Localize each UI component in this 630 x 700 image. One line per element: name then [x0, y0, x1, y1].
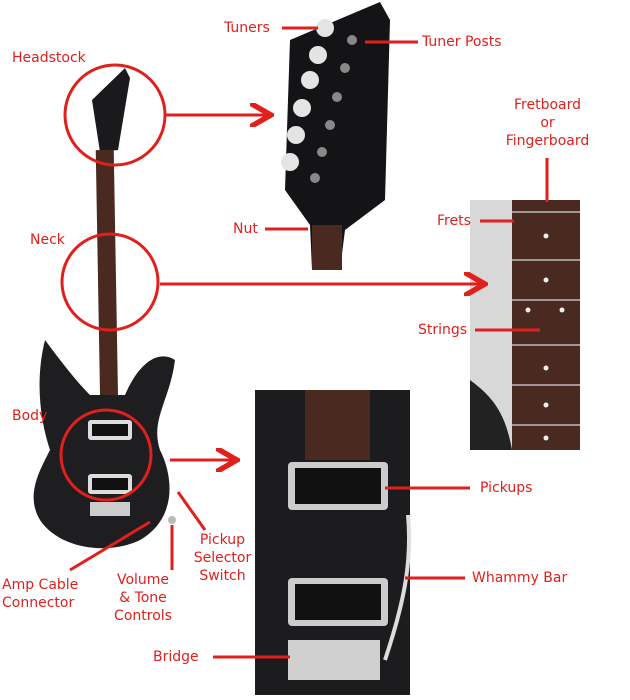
label-nut: Nut	[233, 221, 258, 237]
label-strings: Strings	[418, 322, 468, 338]
label-fretboard-line: or	[540, 115, 555, 131]
label-headstock: Headstock	[12, 50, 86, 66]
label-fretboard-line: Fingerboard	[505, 133, 590, 149]
label-line: Amp Cable	[2, 577, 79, 593]
label-whammy-bar: Whammy Bar	[472, 570, 568, 586]
headstock-closeup-image	[281, 2, 390, 270]
label-neck: Neck	[30, 232, 65, 248]
label-line: Controls	[114, 608, 172, 624]
fretboard-closeup-image	[470, 200, 580, 450]
label-bridge: Bridge	[153, 649, 199, 665]
label-fretboard-line: Fretboard	[513, 97, 581, 113]
label-volume-tone-controls: Volume & Tone Controls	[108, 571, 178, 625]
label-pickup-selector-switch: Pickup Selector Switch	[190, 531, 255, 585]
label-pickups: Pickups	[480, 480, 533, 496]
label-line: Connector	[2, 595, 75, 611]
label-tuners: Tuners	[224, 20, 270, 36]
label-line: Switch	[199, 568, 246, 584]
label-line: & Tone	[119, 590, 167, 606]
body-closeup-image	[255, 390, 412, 695]
annotation-lines	[59, 26, 549, 659]
label-amp-cable-connector: Amp Cable Connector	[2, 576, 78, 612]
label-frets: Frets	[437, 213, 471, 229]
full-guitar-image	[33, 68, 176, 549]
label-body: Body	[12, 408, 48, 424]
label-line: Selector	[193, 550, 252, 566]
label-line: Pickup	[199, 532, 246, 548]
label-line: Volume	[116, 572, 170, 588]
label-tuner-posts: Tuner Posts	[422, 34, 502, 50]
label-fretboard: Fretboard or Fingerboard	[490, 96, 605, 150]
